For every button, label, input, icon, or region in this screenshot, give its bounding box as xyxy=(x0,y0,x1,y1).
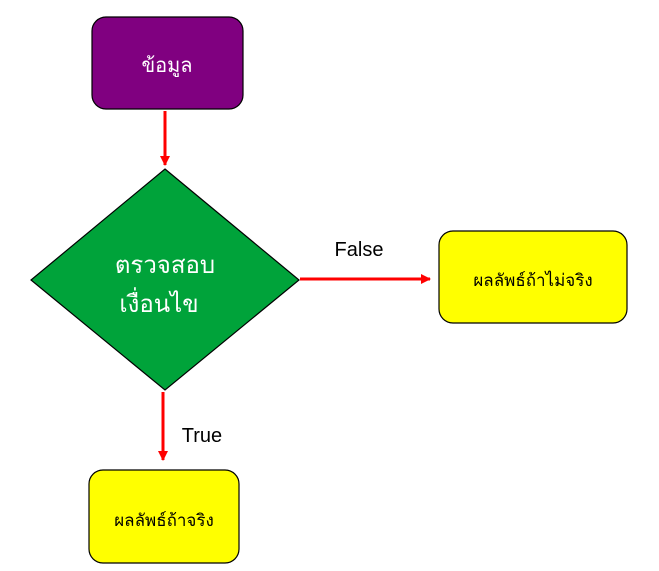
condition-node xyxy=(30,168,300,391)
condition-node-label-line2: เงื่อนไข xyxy=(119,287,198,318)
true-edge-label: True xyxy=(182,425,222,447)
result-false-node xyxy=(438,230,628,324)
data-node-label: ข้อมูล xyxy=(141,53,192,78)
condition-node-label-line1: ตรวจสอบ xyxy=(115,251,215,279)
result-false-node-label: ผลลัพธ์ถ้าไม่จริง xyxy=(473,270,592,291)
false-edge-label: False xyxy=(335,239,384,261)
data-node xyxy=(91,16,244,110)
result-true-node xyxy=(88,469,240,564)
result-true-node-label: ผลลัพธ์ถ้าจริง xyxy=(114,511,214,531)
